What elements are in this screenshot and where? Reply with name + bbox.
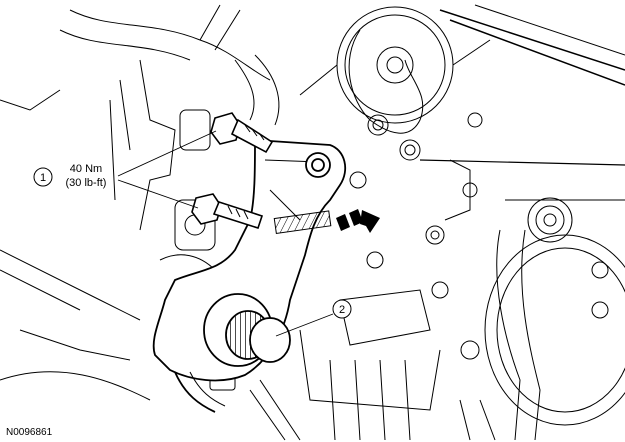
bolt-lower — [191, 193, 264, 230]
callout-1-torque-lbft: (30 lb-ft) — [66, 177, 107, 189]
callout-1-bubble — [33, 167, 53, 187]
callout-2-number: 2 — [339, 304, 345, 316]
callout-1: 1 40 Nm (30 lb-ft) — [33, 130, 217, 209]
callout-2: 2 — [275, 299, 352, 337]
callout-2-bubble — [332, 299, 352, 319]
bolt-upper — [210, 112, 274, 154]
direction-arrow — [336, 209, 380, 233]
callout-1-number: 1 — [40, 172, 46, 184]
figure-id-label: N0096861 — [6, 427, 53, 438]
callout-1-torque-nm: 40 Nm — [70, 163, 102, 175]
tensioner-bracket — [152, 139, 347, 413]
